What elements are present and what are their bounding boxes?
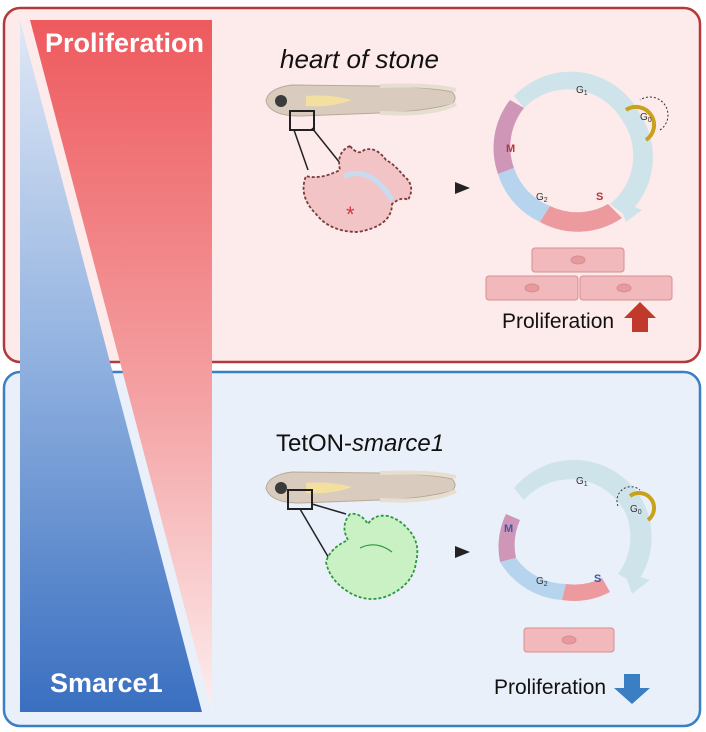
- heart-bottom: [325, 512, 419, 600]
- zebrafish-larva-bottom: [265, 470, 457, 561]
- proliferation-up-arrow: [624, 302, 656, 332]
- cell-cycle-bottom: [498, 459, 656, 601]
- cardiomyocytes-top: [485, 247, 673, 301]
- heart-top: *: [302, 144, 413, 233]
- svg-text:G1: G1: [576, 85, 588, 97]
- title-prefix: TetON-: [276, 430, 353, 457]
- svg-text:G0: G0: [640, 112, 652, 124]
- proliferation-gradient-triangle: [30, 20, 212, 712]
- svg-text:G1: G1: [576, 476, 588, 488]
- zebrafish-larva-top: [265, 83, 457, 171]
- svg-text:S: S: [594, 573, 601, 585]
- proliferation-gradient-label: Proliferation: [45, 28, 205, 58]
- smarce1-gradient-label: Smarce1: [50, 668, 163, 698]
- bottom-panel-title: TetON-smarce1: [276, 430, 444, 458]
- svg-text:M: M: [506, 143, 515, 155]
- arrow-to-cycle-top: [455, 182, 470, 194]
- svg-text:*: *: [346, 202, 355, 227]
- cardiomyocyte-bottom: [523, 627, 615, 653]
- svg-text:G2: G2: [536, 576, 548, 588]
- svg-text:G0: G0: [630, 504, 642, 516]
- title-gene: smarce1: [352, 430, 445, 457]
- smarce1-gradient-triangle: [20, 20, 202, 712]
- top-proliferation-label: Proliferation: [502, 310, 615, 333]
- arrow-to-cycle-bottom: [455, 546, 470, 558]
- bottom-proliferation-label: Proliferation: [494, 676, 607, 699]
- cell-cycle-top: [493, 71, 669, 232]
- svg-text:S: S: [596, 191, 603, 203]
- svg-text:M: M: [504, 523, 513, 535]
- top-panel-title: heart of stone: [280, 44, 439, 74]
- svg-text:G2: G2: [536, 192, 548, 204]
- proliferation-down-arrow: [614, 674, 650, 704]
